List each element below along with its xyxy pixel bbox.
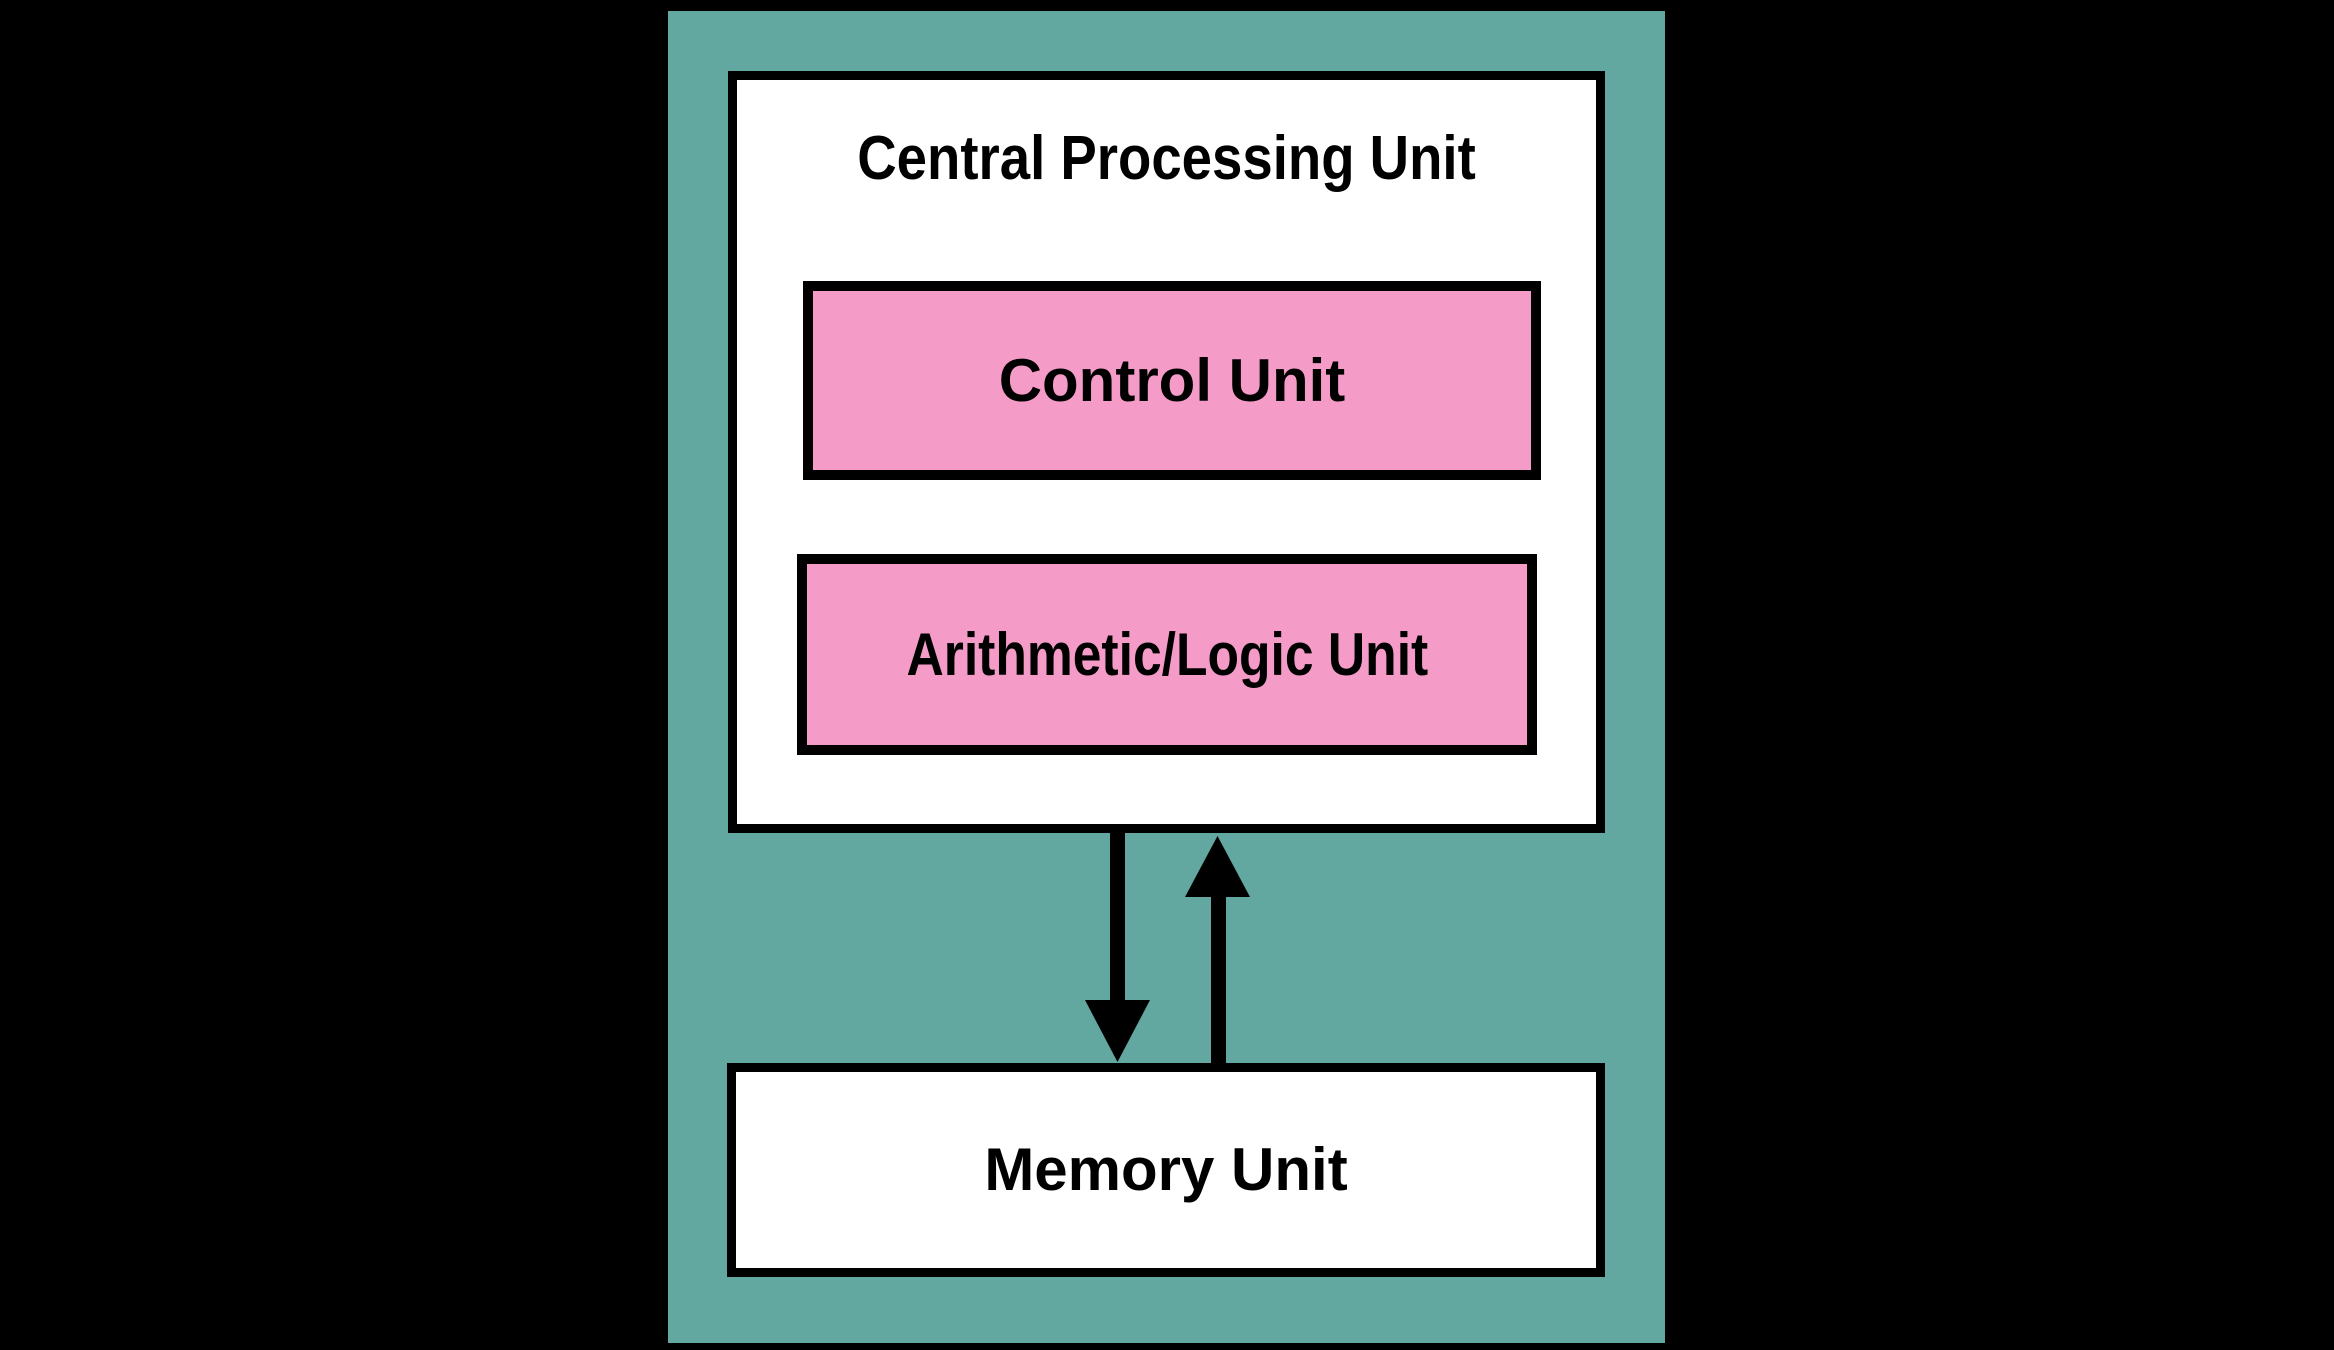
cpu-title: Central Processing Unit [857, 124, 1476, 193]
memory-unit-block: Memory Unit [727, 1063, 1605, 1277]
memory-unit-label: Memory Unit [984, 1136, 1348, 1203]
control-unit-label: Control Unit [998, 346, 1346, 414]
alu-label: Arithmetic/Logic Unit [906, 620, 1428, 688]
alu-block: Arithmetic/Logic Unit [797, 554, 1537, 755]
control-unit-block: Control Unit [803, 281, 1541, 480]
